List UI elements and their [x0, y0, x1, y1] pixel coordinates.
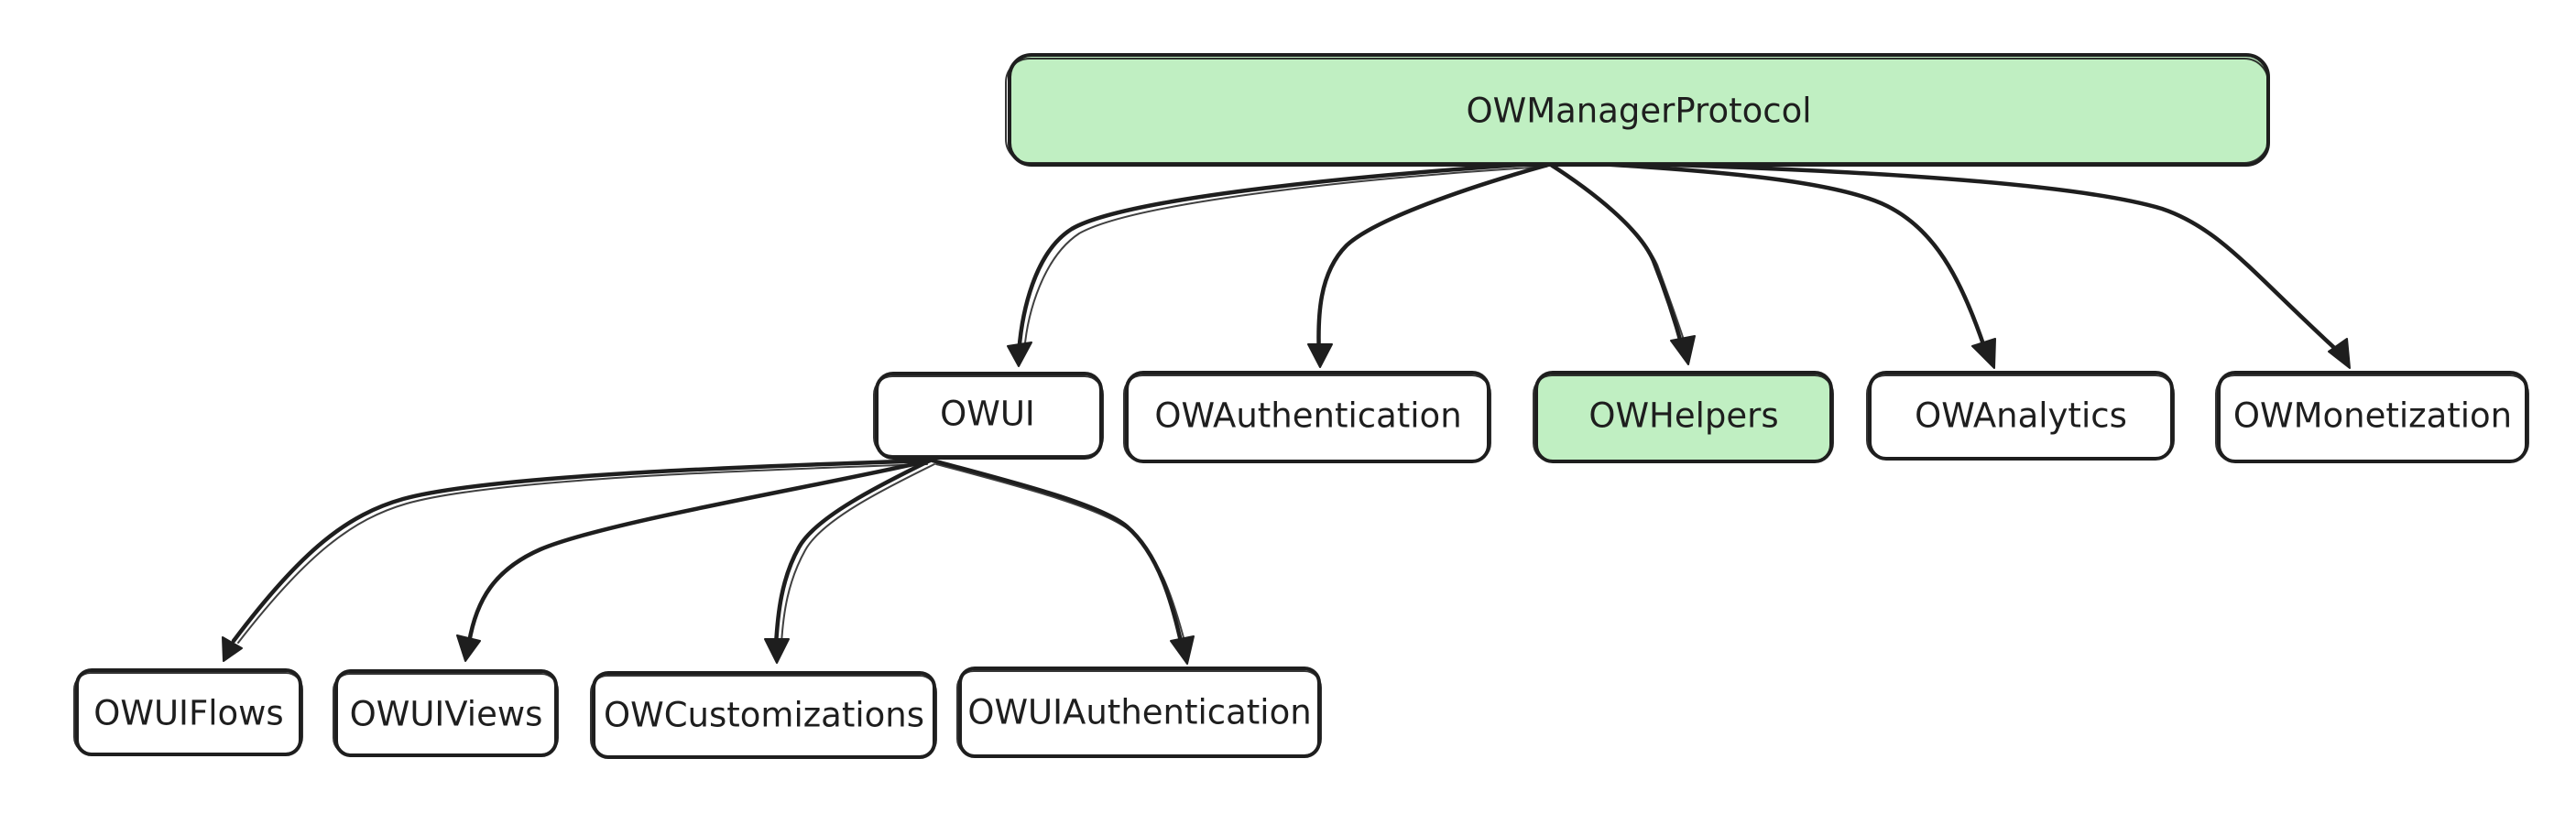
edges-layer	[222, 158, 2351, 665]
node-box-sketch	[333, 673, 559, 755]
node-label: OWAuthentication	[1154, 396, 1461, 436]
node-ow-helpers: OWHelpers	[1533, 371, 1834, 463]
node-box-sketch	[1533, 374, 1834, 462]
node-ow-authentication: OWAuthentication	[1123, 371, 1491, 463]
edge-root-to-analytics	[1550, 158, 1996, 369]
node-label: OWManagerProtocol	[1467, 92, 1812, 131]
node-owui: OWUI	[873, 372, 1104, 460]
node-label: OWCustomizations	[604, 696, 924, 735]
edge-owui-to-ui-flows	[222, 458, 933, 662]
node-box-sketch	[590, 675, 937, 757]
node-label: OWUI	[940, 395, 1035, 434]
node-label: OWUIFlows	[93, 694, 283, 733]
node-owui-authentication: OWUIAuthentication	[956, 667, 1322, 758]
node-box	[875, 372, 1103, 460]
node-owui-views: OWUIViews	[333, 669, 559, 757]
node-box-sketch	[2215, 374, 2529, 462]
node-box-sketch	[1005, 58, 2269, 164]
edge-owui-to-ui-views	[456, 458, 933, 662]
edge-root-to-monetization	[1555, 158, 2351, 369]
edge-root-to-authentication	[1307, 162, 1551, 368]
edge-root-to-owui	[1007, 160, 1551, 367]
nodes-layer: OWManagerProtocol OWUI OWAuthentication …	[73, 53, 2529, 759]
node-ow-monetization: OWMonetization	[2215, 371, 2529, 463]
node-label: OWUIAuthentication	[967, 693, 1311, 732]
edge-owui-to-customizations	[764, 458, 935, 664]
node-box-sketch	[73, 672, 303, 754]
edge-owui-to-ui-authentication	[930, 458, 1195, 665]
node-label: OWHelpers	[1588, 396, 1778, 436]
node-box-sketch	[1123, 374, 1491, 462]
node-box-sketch	[956, 670, 1322, 756]
node-ow-analytics: OWAnalytics	[1866, 371, 2175, 461]
node-ow-customizations: OWCustomizations	[590, 671, 937, 759]
node-owui-flows: OWUIFlows	[73, 668, 303, 756]
node-box-sketch	[1866, 374, 2175, 460]
node-ow-manager-protocol: OWManagerProtocol	[1005, 53, 2270, 167]
node-box-sketch	[873, 375, 1104, 457]
node-label: OWMonetization	[2233, 396, 2512, 436]
node-label: OWAnalytics	[1915, 396, 2127, 436]
node-label: OWUIViews	[350, 695, 543, 734]
edge-root-to-helpers	[1545, 160, 1696, 365]
